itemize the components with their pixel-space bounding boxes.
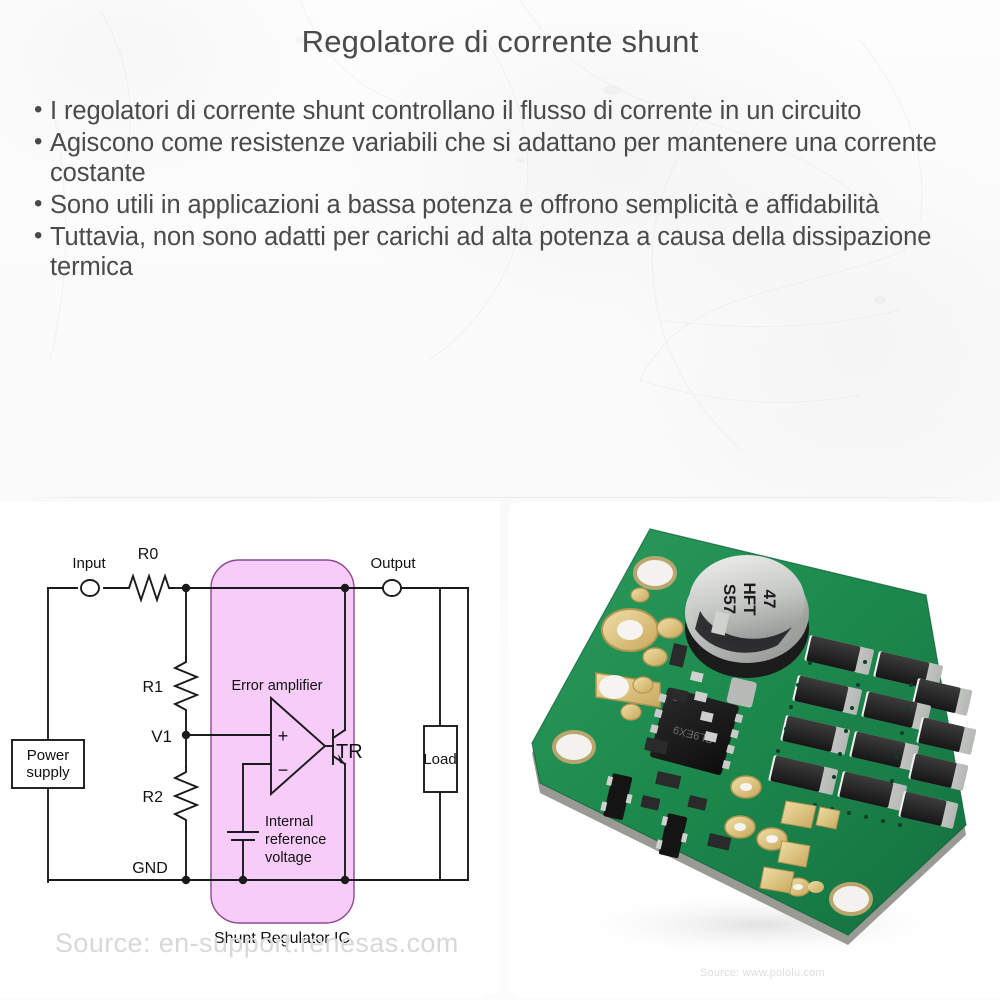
junction-dot	[340, 875, 350, 885]
ic-caption: Shunt Regulator IC	[214, 930, 350, 947]
bullet-marker: •	[34, 128, 43, 156]
list-item: • Tuttavia, non sono adatti per carichi …	[34, 222, 970, 282]
power-supply-box	[11, 739, 85, 789]
resistor-r0	[123, 572, 175, 604]
bullet-list: • I regolatori di corrente shunt control…	[34, 96, 970, 284]
load-box	[423, 725, 458, 793]
bullet-text: Sono utili in applicazioni a bassa poten…	[50, 191, 880, 220]
electrolytic-capacitor: 47 HFT S57	[685, 555, 809, 678]
smd-components	[600, 611, 757, 859]
junction-dot	[181, 583, 191, 593]
output-terminal	[382, 579, 402, 597]
inductor-pad	[726, 677, 757, 708]
section-divider	[32, 497, 968, 498]
v1-label: V1	[151, 727, 172, 746]
resistor-r1	[172, 656, 200, 719]
bullet-marker: •	[34, 222, 43, 250]
input-label: Input	[72, 555, 106, 572]
page-title: Regolatore di corrente shunt	[301, 24, 699, 59]
internal-ref-label-line2: reference	[265, 832, 326, 848]
transistor-arrow	[338, 754, 345, 764]
power-supply-label-line1: Power	[27, 747, 70, 764]
r0-label: R0	[138, 546, 159, 563]
shunt-resistor-array	[768, 635, 977, 829]
pcb-board: GL9EX9 47 HFT S57	[531, 528, 977, 936]
output-label: Output	[370, 555, 416, 572]
list-item: • I regolatori di corrente shunt control…	[34, 96, 970, 126]
resistor-r2	[172, 766, 200, 829]
internal-ref-label-line3: voltage	[265, 850, 312, 866]
list-item: • Sono utili in applicazioni a bassa pot…	[34, 190, 970, 220]
load-label: Load	[423, 751, 456, 768]
pcb-photo: GL9EX9 47 HFT S57	[510, 505, 996, 975]
opamp-plus-label: +	[278, 726, 289, 746]
junction-dot	[238, 875, 248, 885]
shunt-regulator-schematic: Power supply Load Input R0 Output R1 V1 …	[0, 502, 500, 994]
error-amplifier-label: Error amplifier	[231, 678, 322, 694]
bullet-marker: •	[34, 190, 43, 218]
gnd-label: GND	[132, 860, 168, 877]
bullet-text: I regolatori di corrente shunt controlla…	[50, 97, 862, 125]
junction-dot	[181, 875, 191, 885]
mounting-holes	[552, 556, 873, 916]
junction-dot	[340, 583, 350, 593]
capacitor-marking-3: S57	[720, 584, 739, 614]
junction-dot	[181, 730, 191, 740]
internal-ref-label-line1: Internal	[265, 814, 313, 830]
header-section: Regolatore di corrente shunt • I regolat…	[0, 0, 1000, 470]
bullet-text: Tuttavia, non sono adatti per carichi ad…	[50, 223, 932, 282]
r1-label: R1	[143, 679, 164, 696]
transistor-label: TR	[336, 741, 363, 763]
capacitor-marking-1: 47	[760, 590, 779, 609]
bullet-text: Agiscono come resistenze variabili che s…	[50, 129, 937, 188]
error-amplifier-symbol	[270, 695, 327, 797]
bullet-marker: •	[34, 96, 43, 123]
opamp-minus-label: −	[278, 760, 289, 780]
power-terminal-pads	[595, 573, 720, 721]
input-terminal	[80, 579, 100, 597]
power-supply-label-line2: supply	[26, 764, 70, 781]
capacitor-marking-2: HFT	[740, 582, 759, 616]
r2-label: R2	[143, 789, 164, 806]
through-hole-pads	[724, 775, 841, 897]
list-item: • Agiscono come resistenze variabili che…	[34, 128, 970, 188]
